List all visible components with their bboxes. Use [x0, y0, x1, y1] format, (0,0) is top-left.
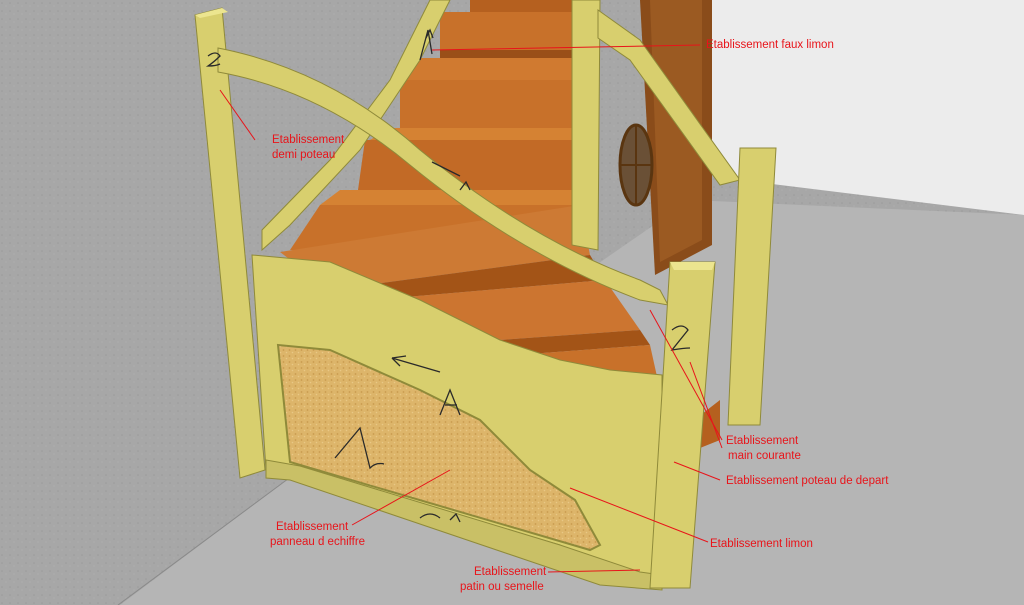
label-limon: Etablissement limon: [710, 538, 813, 550]
faux-limon: [571, 0, 601, 251]
callout-lines: [219, 44, 723, 573]
wall-corner-edge: [117, 469, 301, 605]
label-faux-limon: Etablissement faux limon: [706, 39, 834, 51]
label-poteau-depart: Etablissement poteau de depart: [726, 475, 889, 487]
upper-handrail: [597, 9, 741, 186]
door: [618, 0, 712, 275]
main-courante: [217, 47, 669, 306]
panneau-echiffre: [276, 343, 602, 552]
rear-post: [727, 147, 777, 426]
pencil-marks: [205, 28, 691, 523]
white-wall: [700, 0, 1024, 215]
demi-poteau: [194, 7, 266, 479]
